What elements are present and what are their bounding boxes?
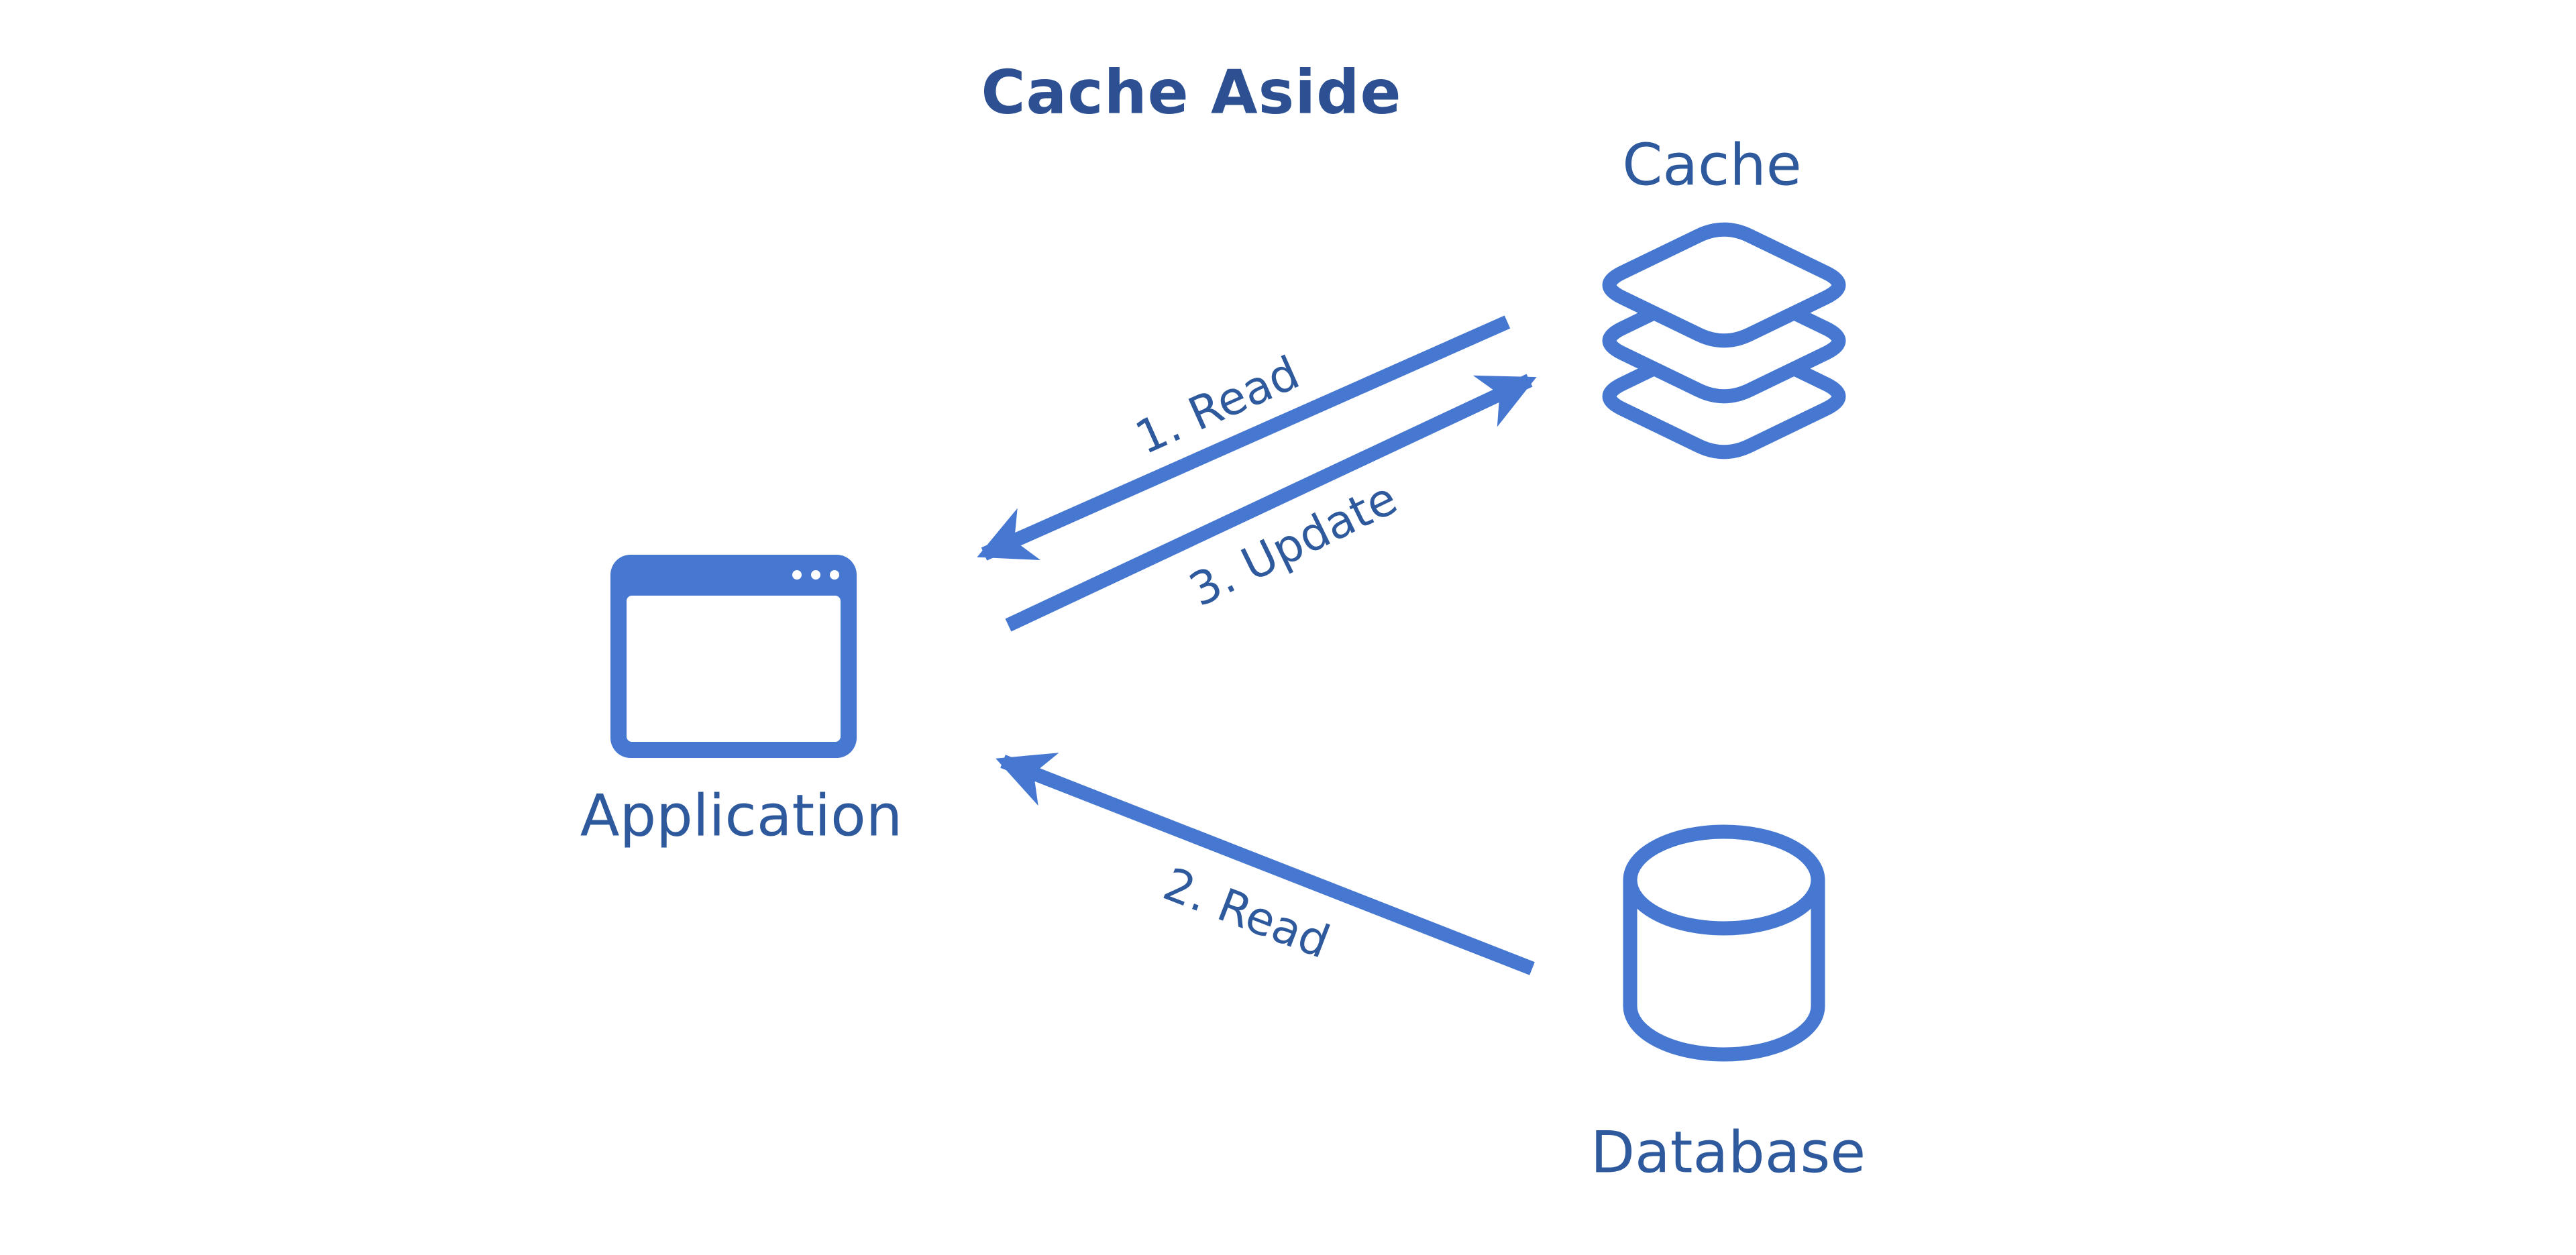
application-node-label: Application bbox=[580, 782, 903, 850]
database-cylinder-icon bbox=[1623, 824, 1825, 1062]
window-dot bbox=[811, 570, 820, 580]
database-node-label: Database bbox=[1590, 1119, 1866, 1187]
arrow-2-read-database-to-application bbox=[996, 753, 1535, 975]
window-dot bbox=[792, 570, 802, 580]
cylinder-top bbox=[1623, 824, 1825, 936]
arrow-3-update-application-to-cache bbox=[1005, 374, 1537, 632]
layer-top bbox=[1602, 222, 1846, 348]
arrow-1-read-cache-to-application bbox=[977, 315, 1511, 561]
layers-icon bbox=[1602, 222, 1846, 459]
cache-node-label: Cache bbox=[1622, 131, 1802, 199]
arrows bbox=[977, 315, 1537, 975]
browser-window-icon bbox=[610, 555, 857, 758]
window-dot bbox=[830, 570, 839, 580]
window-content-area bbox=[627, 596, 841, 742]
diagram-title: Cache Aside bbox=[981, 57, 1402, 128]
